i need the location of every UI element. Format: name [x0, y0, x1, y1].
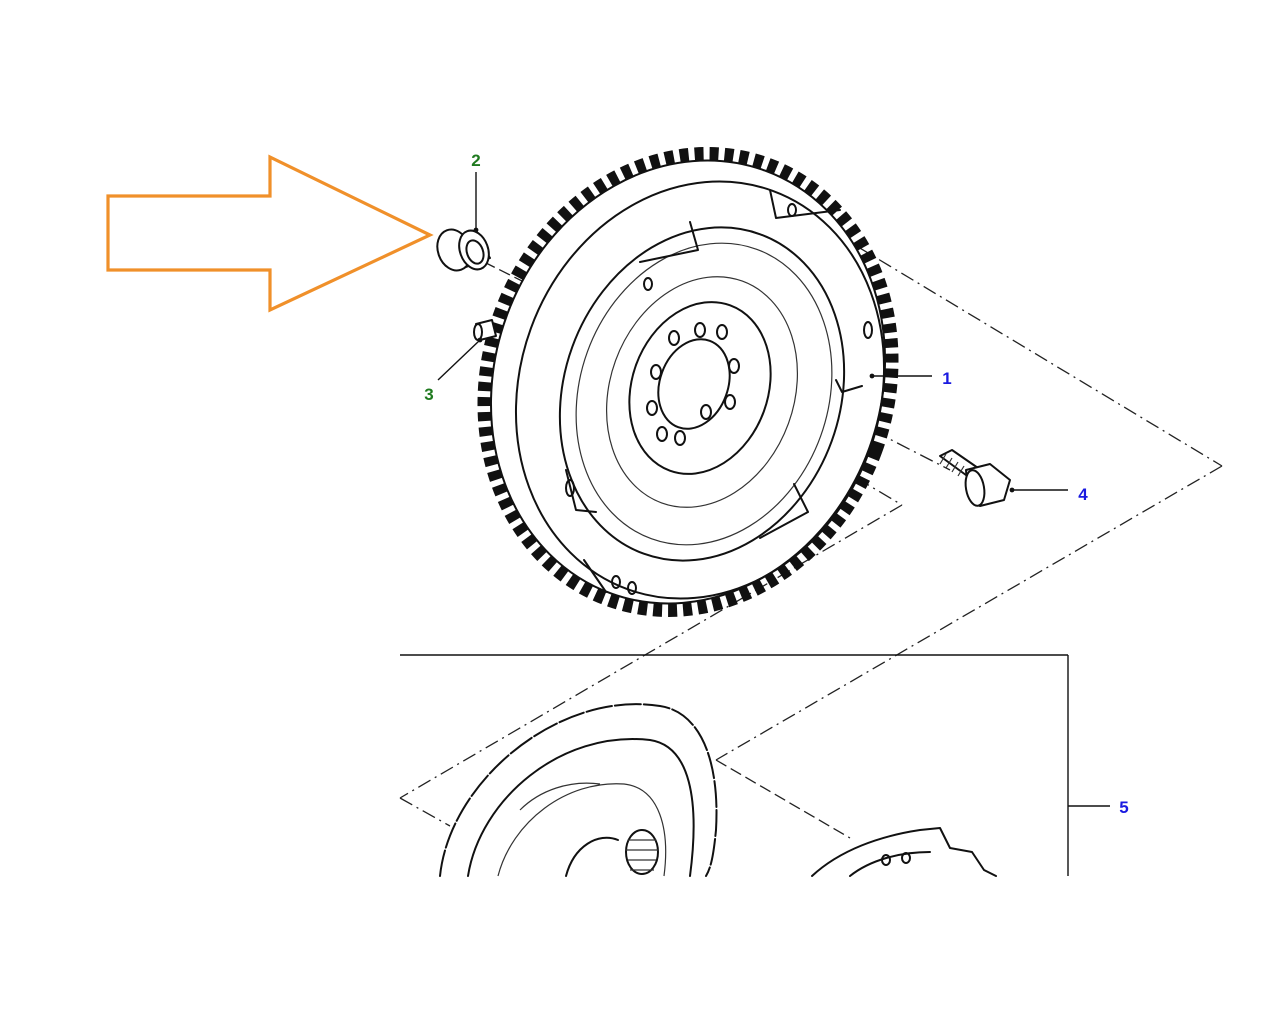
callout-4: 4 [1078, 485, 1088, 504]
flywheel-bolt [939, 449, 1011, 507]
flywheel [477, 147, 899, 617]
callout-3: 3 [424, 385, 433, 404]
callout-2: 2 [471, 151, 480, 170]
dowel-pin [473, 319, 497, 341]
crop-mask [0, 877, 1280, 1015]
callout-5: 5 [1119, 798, 1128, 817]
pressure-plate [811, 827, 997, 877]
orange-outline-arrow-icon [106, 154, 434, 313]
callout-leaders [437, 172, 1068, 493]
callout-1: 1 [942, 369, 951, 388]
clutch-kit-bracket [400, 654, 1110, 876]
spigot-bush [436, 228, 491, 272]
hub-bolt-holes [646, 322, 740, 446]
clutch-disc [439, 703, 718, 877]
